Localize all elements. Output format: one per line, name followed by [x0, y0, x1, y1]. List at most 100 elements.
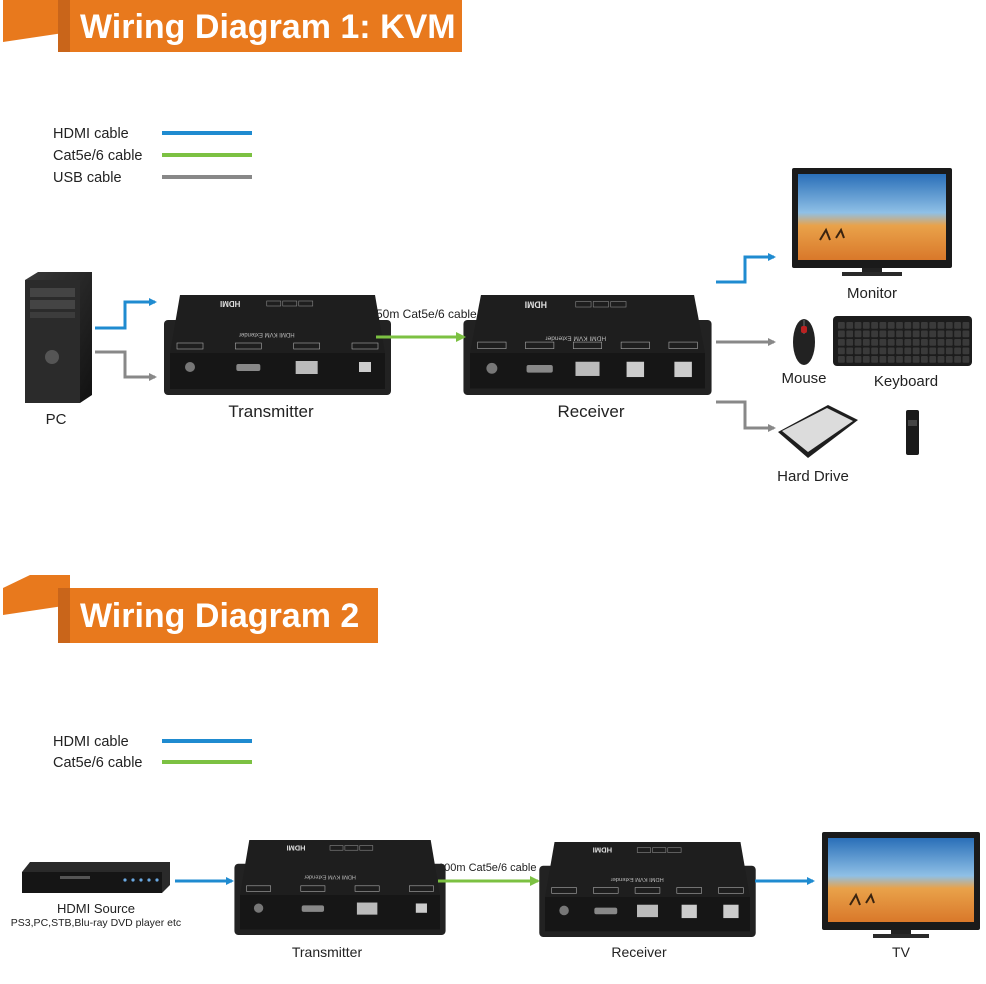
banner-fold — [3, 575, 70, 615]
pc-tower-icon — [25, 272, 92, 403]
port-label — [409, 885, 434, 892]
rj45-port — [637, 904, 658, 918]
banner-fold-shadow — [58, 0, 70, 52]
port-label — [572, 341, 603, 349]
indicator-label — [667, 847, 682, 853]
key — [937, 347, 945, 355]
banner-fold — [3, 0, 70, 42]
hdmi-cable-pc-to-tx — [95, 298, 157, 330]
key — [929, 347, 937, 355]
key — [921, 356, 928, 363]
hdmi-source-sub-label: PS3,PC,STB,Blu-ray DVD player etc — [11, 917, 181, 929]
rj45-port — [575, 361, 600, 376]
port-label — [176, 342, 204, 350]
key — [937, 330, 945, 338]
key — [954, 347, 961, 355]
key — [904, 339, 912, 346]
hdmi-source-label: HDMI Source — [57, 901, 135, 916]
diagram-1-title: Wiring Diagram 1: KVM — [80, 8, 456, 46]
key — [846, 330, 854, 338]
hard-drive-icon — [778, 405, 858, 458]
key — [871, 330, 878, 338]
key — [962, 356, 970, 363]
key — [846, 322, 854, 329]
key — [846, 339, 854, 346]
key — [937, 322, 945, 329]
key — [904, 347, 912, 355]
key — [838, 356, 845, 363]
key — [854, 330, 862, 338]
key — [846, 347, 854, 355]
usb-port — [674, 361, 692, 378]
key — [896, 339, 903, 346]
port-label — [477, 341, 507, 349]
indicator-label — [592, 301, 609, 308]
banner-bar — [70, 0, 462, 52]
key — [945, 339, 953, 346]
receiver-1-label: Receiver — [557, 402, 624, 421]
key — [887, 339, 895, 346]
legend-hdmi-label: HDMI cable — [53, 126, 129, 142]
tv-icon — [822, 832, 980, 938]
mouse-icon — [793, 319, 815, 365]
key — [921, 322, 928, 329]
device-top — [240, 840, 440, 896]
key — [896, 356, 903, 363]
port-label — [551, 887, 577, 894]
indicator-label — [610, 301, 627, 308]
dvd-player-icon — [22, 862, 170, 893]
usb-b-port — [415, 903, 427, 913]
key — [896, 347, 903, 355]
key — [879, 347, 887, 355]
key — [904, 322, 912, 329]
port-label — [351, 342, 379, 350]
hdmi-port — [594, 907, 618, 915]
model-label: HDMI KVM Extender — [545, 335, 607, 342]
device-front — [240, 895, 440, 930]
port-label — [593, 887, 619, 894]
transmitter-1-label: Transmitter — [228, 402, 314, 421]
key — [871, 339, 878, 346]
key — [838, 322, 845, 329]
banner-diagram-2: Wiring Diagram 2 — [3, 575, 378, 643]
receiver-2-label: Receiver — [611, 944, 667, 960]
device-top — [470, 295, 705, 353]
legend-cat-label: Cat5e/6 cable — [53, 148, 142, 164]
key — [912, 322, 920, 329]
usb-b-port — [359, 362, 371, 372]
key — [921, 330, 928, 338]
key — [887, 356, 895, 363]
keyboard-label: Keyboard — [874, 373, 938, 390]
key — [904, 330, 912, 338]
rj45-port — [295, 361, 318, 374]
key — [929, 356, 937, 363]
indicator-label — [652, 847, 667, 853]
key — [929, 339, 937, 346]
transmitter-2-label: Transmitter — [292, 944, 363, 960]
key — [954, 356, 961, 363]
key — [962, 330, 970, 338]
port-label — [620, 341, 650, 349]
legend-hdmi-label: HDMI cable — [53, 734, 129, 750]
key — [846, 356, 854, 363]
usb-port — [681, 904, 697, 919]
port-label — [718, 887, 744, 894]
indicator-label — [575, 301, 592, 308]
cable-2-label: 100m Cat5e/6 cable — [438, 862, 536, 874]
key — [962, 339, 970, 346]
banner-fold-shadow — [58, 588, 70, 643]
key — [954, 322, 961, 329]
indicator-label — [298, 300, 314, 307]
key — [854, 339, 862, 346]
legend-diagram-1: HDMI cable Cat5e/6 cable USB cable — [53, 126, 252, 186]
diagram-2-title: Wiring Diagram 2 — [80, 597, 359, 635]
indicator-label — [329, 845, 344, 851]
pc-label: PC — [46, 411, 67, 428]
key — [937, 356, 945, 363]
key — [871, 322, 878, 329]
key — [854, 347, 862, 355]
key — [854, 322, 862, 329]
key — [945, 356, 953, 363]
